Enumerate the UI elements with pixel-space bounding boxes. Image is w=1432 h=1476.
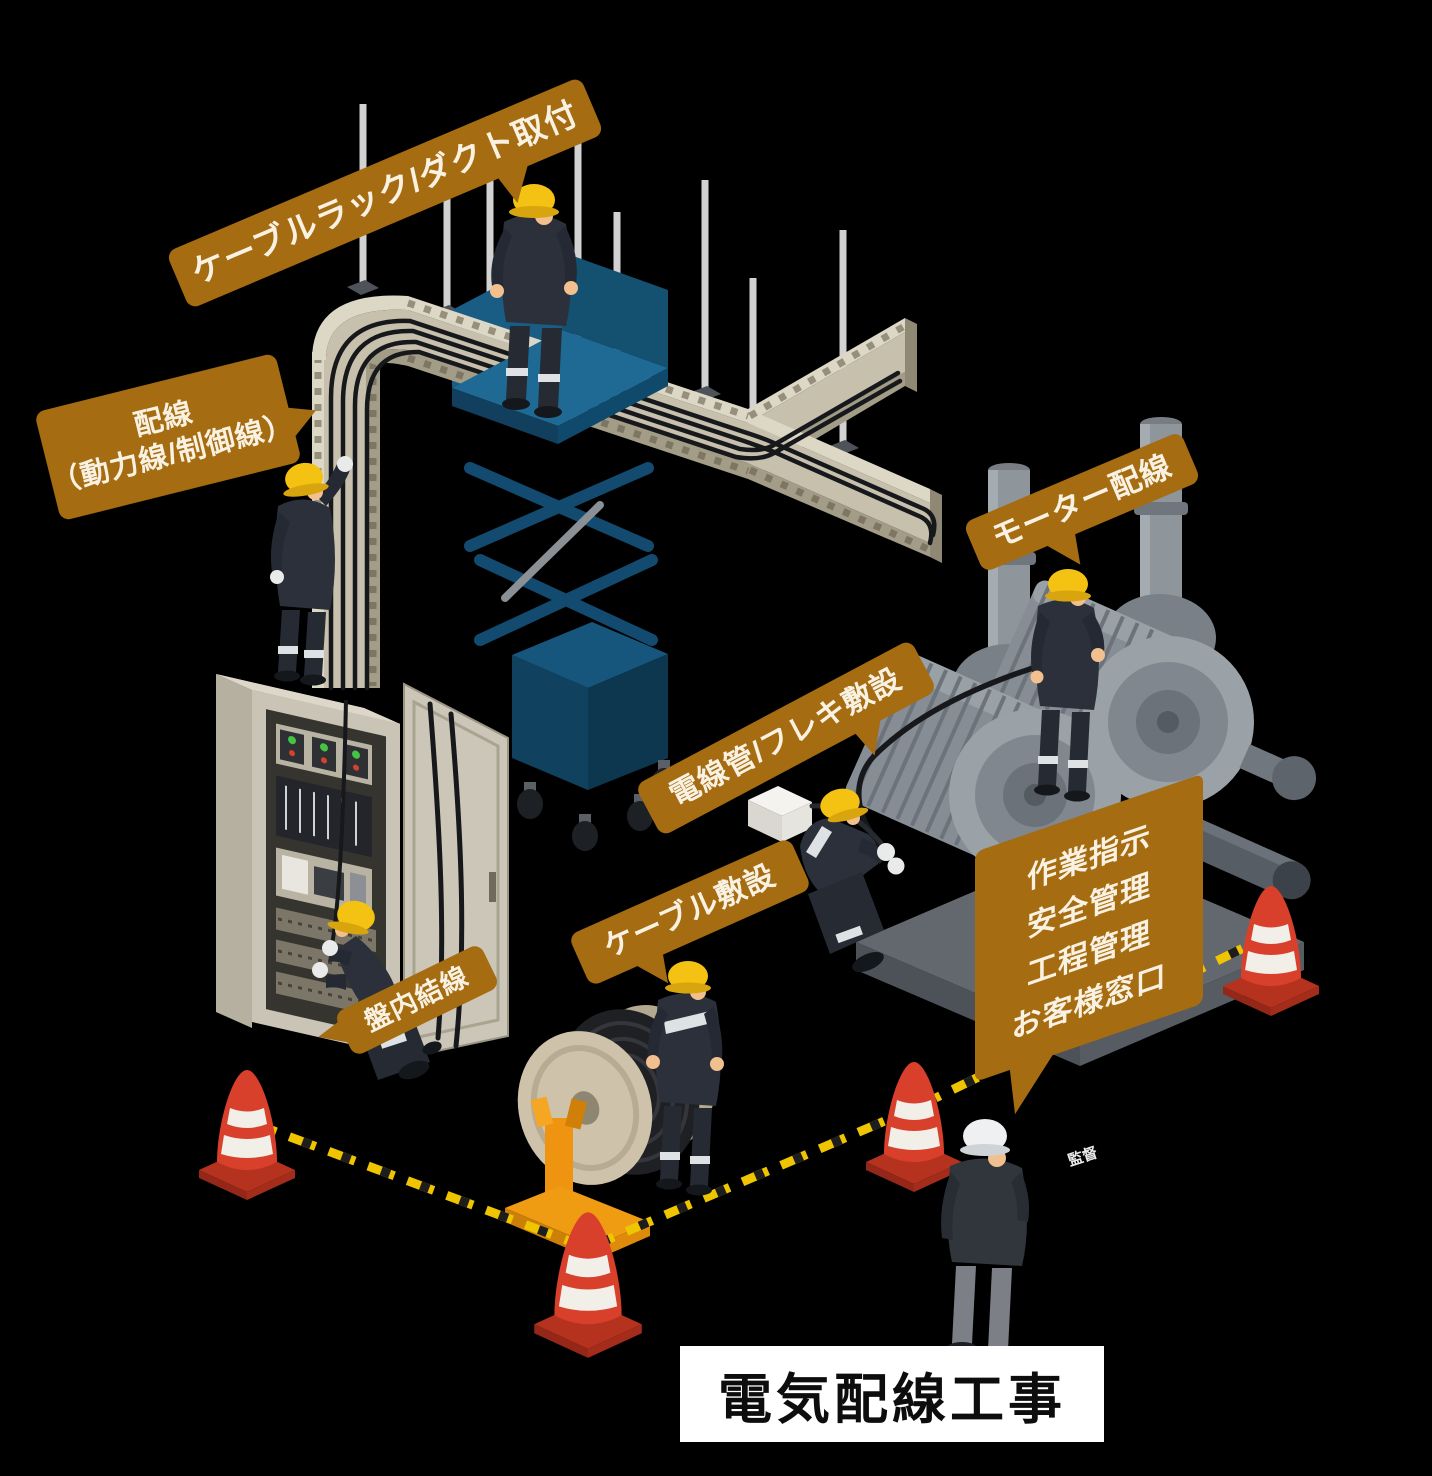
worker-motor: [1030, 569, 1105, 802]
worker-conduit: [800, 788, 905, 973]
barrier-tape: [248, 930, 1272, 1253]
tray-cables: [328, 318, 937, 691]
worker-reel: [646, 961, 724, 1196]
worker-lift: [490, 184, 578, 418]
supervisor: [941, 1119, 1030, 1360]
page-title: 電気配線工事: [718, 1369, 1066, 1430]
watermark-text: 監督: [1066, 1143, 1100, 1169]
discharge-pipe: [1181, 817, 1311, 900]
worker-cabinet-top: [270, 456, 353, 686]
traffic-cone-1: [199, 1070, 295, 1200]
title-box: 電気配線工事: [680, 1346, 1104, 1442]
